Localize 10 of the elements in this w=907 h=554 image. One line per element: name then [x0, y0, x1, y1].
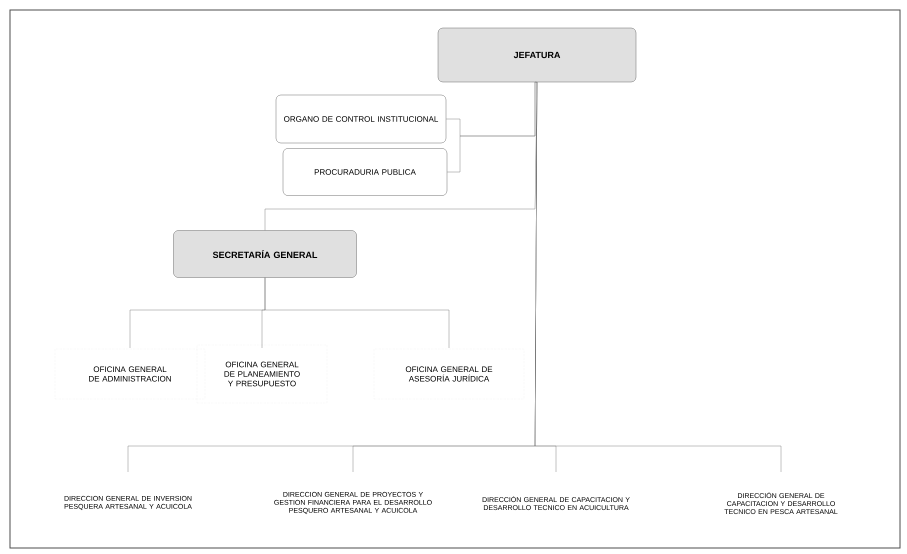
unit-box: SECRETARÍA GENERAL	[173, 230, 357, 278]
unit-box: PROCURADURIA PUBLICA	[282, 148, 448, 196]
connector	[264, 278, 450, 348]
connector	[534, 82, 782, 472]
unit-box: JEFATURA	[438, 28, 636, 82]
connector	[447, 82, 538, 172]
office-box: OFICINA GENERAL DE PLANEAMIENTO Y PRESUPUESTO	[196, 344, 328, 404]
office-box: OFICINA GENERAL DE ADMINISTRACION	[54, 348, 206, 400]
unit-box: ORGANO DE CONTROL INSTITUCIONAL	[276, 94, 446, 144]
office-box: OFICINA GENERAL DE ASESORÍA JURÍDICA	[374, 348, 524, 400]
